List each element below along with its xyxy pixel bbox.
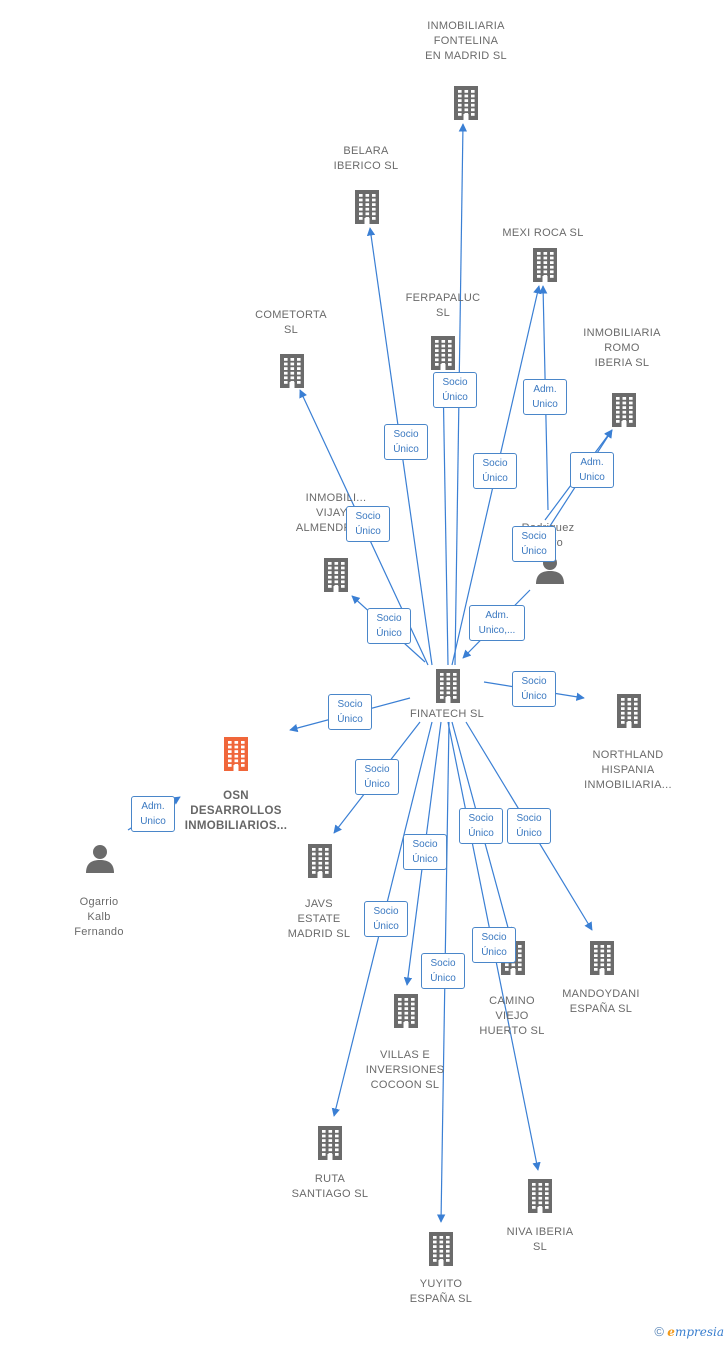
edge-label-12[interactable]: Adm. Unico	[131, 796, 175, 832]
building-icon[interactable]	[391, 992, 421, 1033]
node-label-fontelina[interactable]: INMOBILIARIA FONTELINA EN MADRID SL	[425, 20, 507, 62]
building-icon[interactable]	[451, 84, 481, 125]
building-icon[interactable]	[428, 334, 458, 375]
building-icon[interactable]	[614, 692, 644, 733]
node-label-finatech[interactable]: FINATECH SL	[410, 708, 484, 720]
node-label-mexi[interactable]: MEXI ROCA SL	[502, 227, 584, 239]
building-icon[interactable]	[305, 842, 335, 883]
edge-label-10[interactable]: Socio Único	[512, 671, 556, 707]
edge-label-15[interactable]: Socio Único	[507, 808, 551, 844]
node-label-javs[interactable]: JAVS ESTATE MADRID SL	[287, 898, 351, 940]
edge-label-5[interactable]: Socio Único	[367, 608, 411, 644]
node-label-niva[interactable]: NIVA IBERIA SL	[506, 1226, 574, 1253]
edge-label-16[interactable]: Socio Único	[403, 834, 447, 870]
edge-label-8[interactable]: Socio Único	[512, 526, 556, 562]
edge-label-19[interactable]: Socio Único	[421, 953, 465, 989]
node-label-vijay[interactable]: INMOBILI... VIJAY... ALMENDRA SL	[295, 492, 376, 534]
edge-label-4[interactable]: Socio Único	[346, 506, 390, 542]
building-icon[interactable]	[352, 188, 382, 229]
node-label-romo[interactable]: INMOBILIARIA ROMO IBERIA SL	[583, 327, 661, 369]
edge-label-14[interactable]: Socio Único	[459, 808, 503, 844]
node-label-belara[interactable]: BELARA IBERICO SL	[333, 145, 399, 172]
building-icon[interactable]	[433, 667, 463, 708]
footer-brand[interactable]: © empresia	[654, 1324, 724, 1339]
building-icon[interactable]	[321, 556, 351, 597]
edge-label-13[interactable]: Socio Único	[355, 759, 399, 795]
node-label-osn[interactable]: OSN DESARROLLOS INMOBILIARIOS...	[184, 790, 288, 832]
building-icon[interactable]	[221, 735, 251, 776]
building-icon[interactable]	[525, 1177, 555, 1218]
node-label-villas[interactable]: VILLAS E INVERSIONES COCOON SL	[365, 1049, 445, 1091]
node-label-northland[interactable]: NORTHLAND HISPANIA INMOBILIARIA...	[584, 749, 672, 791]
building-icon[interactable]	[587, 939, 617, 980]
edge-label-9[interactable]: Adm. Unico,...	[469, 605, 525, 641]
edge-finatech-to-ferpapaluc	[438, 375, 449, 666]
node-label-ogarrio[interactable]: Ogarrio Kalb Fernando	[74, 896, 124, 938]
brand-logo: empresia	[667, 1325, 724, 1339]
edge-label-1[interactable]: Socio Único	[384, 424, 428, 460]
edge-label-6[interactable]: Adm. Unico	[523, 379, 567, 415]
node-label-camino[interactable]: CAMINO VIEJO HUERTO SL	[479, 995, 545, 1037]
building-icon[interactable]	[277, 352, 307, 393]
edge-label-3[interactable]: Socio Único	[433, 372, 477, 408]
node-label-ferpapaluc[interactable]: FERPAPALUC SL	[405, 292, 481, 319]
edge-label-7[interactable]: Adm. Unico	[570, 452, 614, 488]
building-icon[interactable]	[315, 1124, 345, 1165]
building-icon[interactable]	[426, 1230, 456, 1271]
building-icon[interactable]	[609, 391, 639, 432]
edge-label-2[interactable]: Socio Único	[473, 453, 517, 489]
person-icon[interactable]	[85, 843, 115, 878]
edge-label-18[interactable]: Socio Único	[472, 927, 516, 963]
node-label-yuyito[interactable]: YUYITO ESPAÑA SL	[409, 1278, 473, 1305]
building-icon[interactable]	[530, 246, 560, 287]
node-label-mandoydani[interactable]: MANDOYDANI ESPAÑA SL	[562, 988, 640, 1015]
node-label-cometorta[interactable]: COMETORTA SL	[255, 309, 327, 336]
node-label-ruta[interactable]: RUTA SANTIAGO SL	[291, 1173, 369, 1200]
edge-label-11[interactable]: Socio Único	[328, 694, 372, 730]
edge-label-17[interactable]: Socio Único	[364, 901, 408, 937]
copyright-symbol: ©	[654, 1324, 664, 1339]
